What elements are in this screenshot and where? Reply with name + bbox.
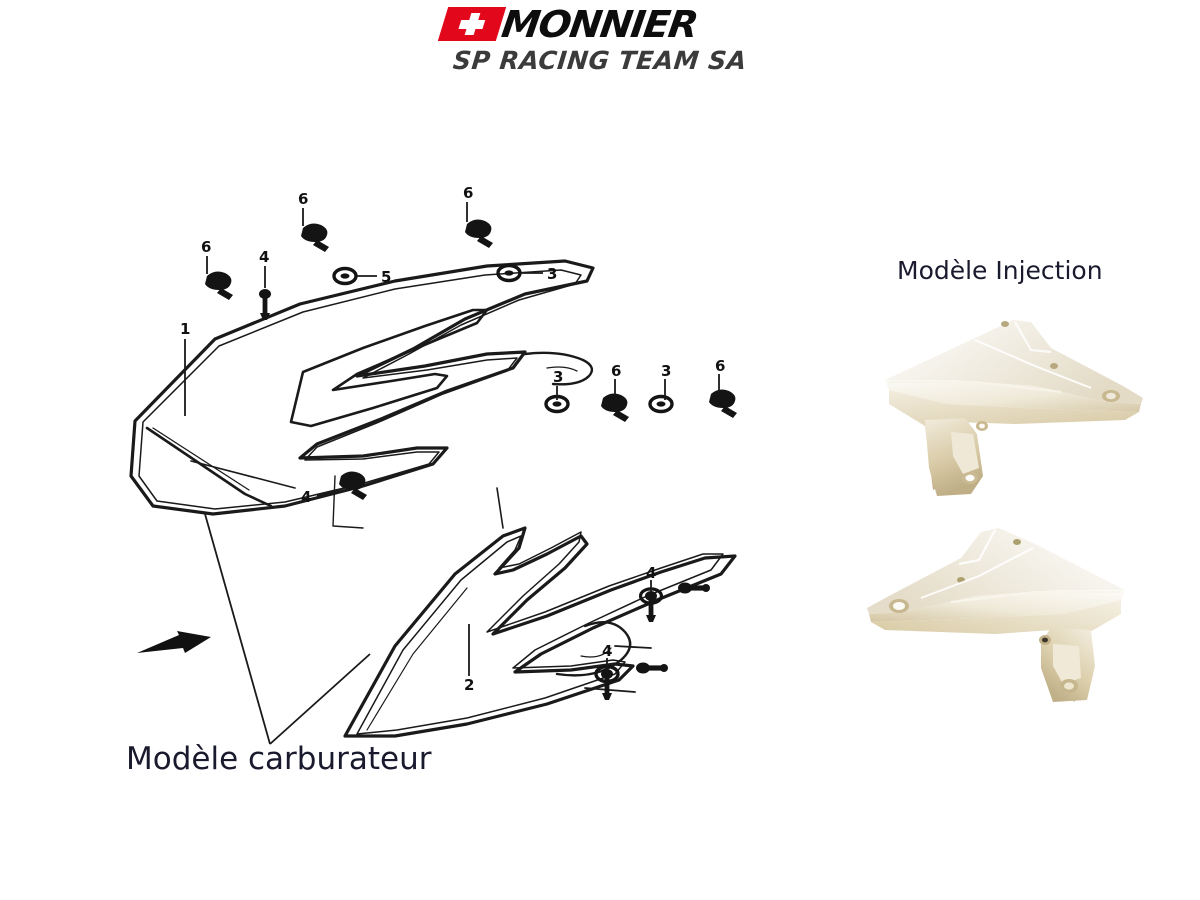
brand-name: MONNIER	[498, 2, 700, 46]
fairing-photo-bottom	[855, 518, 1155, 718]
callout-leader-lines	[184, 202, 720, 676]
fairing-photo-top	[855, 308, 1155, 508]
fairing-photo-top-svg	[855, 308, 1155, 508]
callout-number: 1	[180, 320, 190, 338]
callout-number: 3	[547, 265, 557, 283]
callout-number: 6	[463, 184, 473, 202]
caption-injection-model: Modèle Injection	[897, 256, 1103, 285]
logo-wordmark-row: MONNIER	[435, 2, 765, 46]
callout-number: 3	[553, 368, 563, 386]
page-content: 1 2 6 4 6 5 6 3 3 6 3 6 4 4 4 Modèle car…	[0, 86, 1200, 900]
callout-number: 4	[646, 564, 656, 582]
callout-number: 6	[611, 362, 621, 380]
callout-number: 6	[715, 357, 725, 375]
forward-arrow-icon	[137, 631, 211, 653]
callout-number: 2	[464, 676, 474, 694]
swiss-cross-horizontal	[458, 19, 486, 29]
caption-pointer-line	[204, 513, 371, 745]
swiss-flag-icon	[437, 7, 507, 41]
callout-number: 4	[602, 642, 612, 660]
callout-number: 4	[301, 488, 311, 506]
callout-number: 4	[259, 248, 269, 266]
fairing-photo-bottom-svg	[855, 518, 1155, 718]
exploded-parts-diagram: 1 2 6 4 6 5 6 3 3 6 3 6 4 4 4	[95, 176, 795, 756]
callout-number: 5	[381, 268, 391, 286]
callout-number: 6	[298, 190, 308, 208]
injection-photo-column: Modèle Injection	[845, 246, 1165, 866]
brand-header: MONNIER SP RACING TEAM SA	[0, 0, 1200, 86]
callout-numbers: 1 2 6 4 6 5 6 3 3 6 3 6 4 4 4	[180, 184, 725, 694]
callout-number: 3	[661, 362, 671, 380]
callout-number: 6	[201, 238, 211, 256]
hardware-parts-group	[205, 219, 737, 700]
caption-carburetor-model: Modèle carburateur	[126, 741, 432, 777]
company-logo: MONNIER SP RACING TEAM SA	[435, 2, 765, 82]
brand-subtitle: SP RACING TEAM SA	[451, 46, 749, 75]
diagram-svg: 1 2 6 4 6 5 6 3 3 6 3 6 4 4 4	[129, 184, 737, 745]
lower-fairing-outline	[332, 475, 737, 738]
